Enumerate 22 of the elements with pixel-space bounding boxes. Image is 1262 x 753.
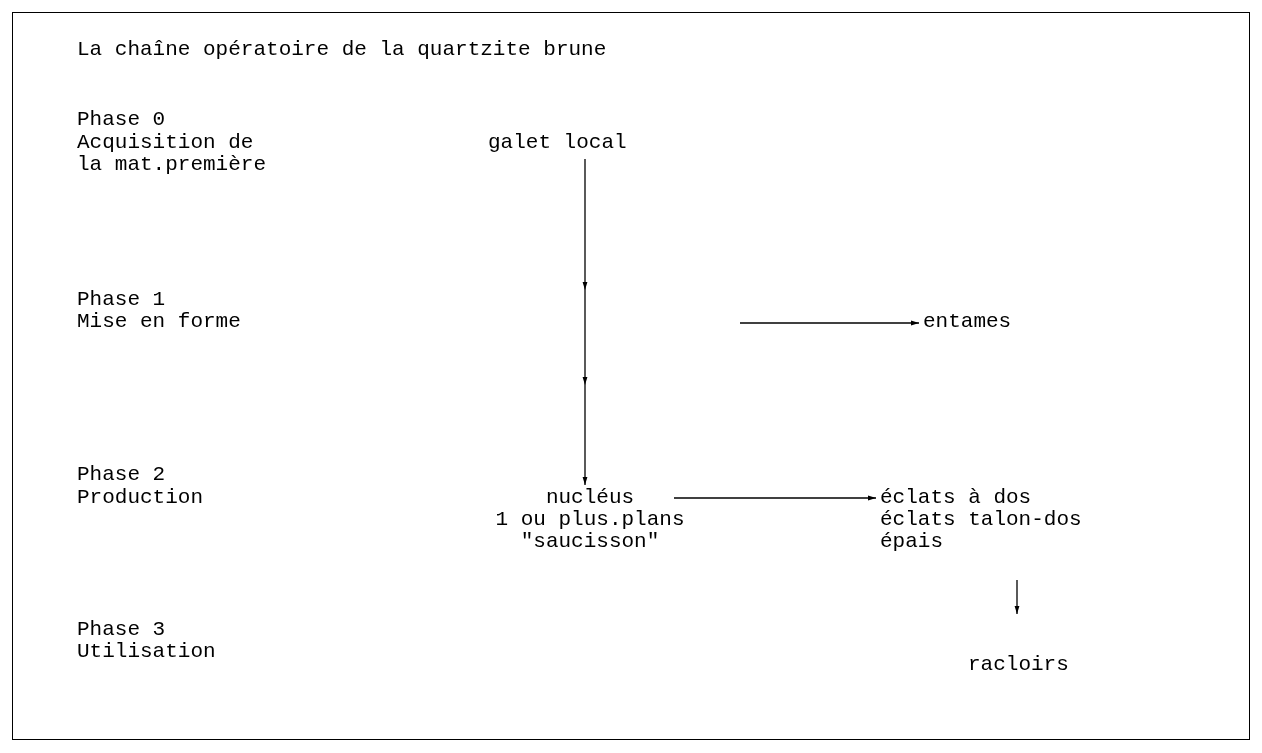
arrow — [739, 320, 920, 326]
phase-label: Acquisition de la mat.première — [77, 132, 268, 176]
phase-label: Production — [77, 487, 205, 509]
phase-label: Phase 3 — [77, 619, 167, 641]
arrow — [1014, 579, 1020, 615]
node-text: épais — [880, 531, 943, 553]
phase-label: Mise en forme — [77, 311, 242, 333]
phase-label: Phase 0 — [77, 109, 167, 131]
node-text: galet local — [488, 132, 627, 154]
node-text: "saucisson" — [520, 531, 660, 553]
arrow — [673, 495, 877, 501]
phase-label: Phase 2 — [77, 464, 167, 486]
node-text: éclats talon-dos — [880, 509, 1082, 531]
node-text: entames — [923, 311, 1012, 333]
node-text: nucléus — [545, 487, 635, 509]
diagram-title: La chaîne opératoire de la quartzite brune — [77, 39, 607, 61]
node-text: racloirs — [968, 654, 1069, 676]
phase-label: Phase 1 — [77, 289, 167, 311]
arrow — [582, 158, 588, 486]
node-text: éclats à dos — [880, 487, 1032, 509]
phase-label: Utilisation — [77, 641, 217, 663]
node-text: 1 ou plus.plans — [495, 509, 685, 531]
